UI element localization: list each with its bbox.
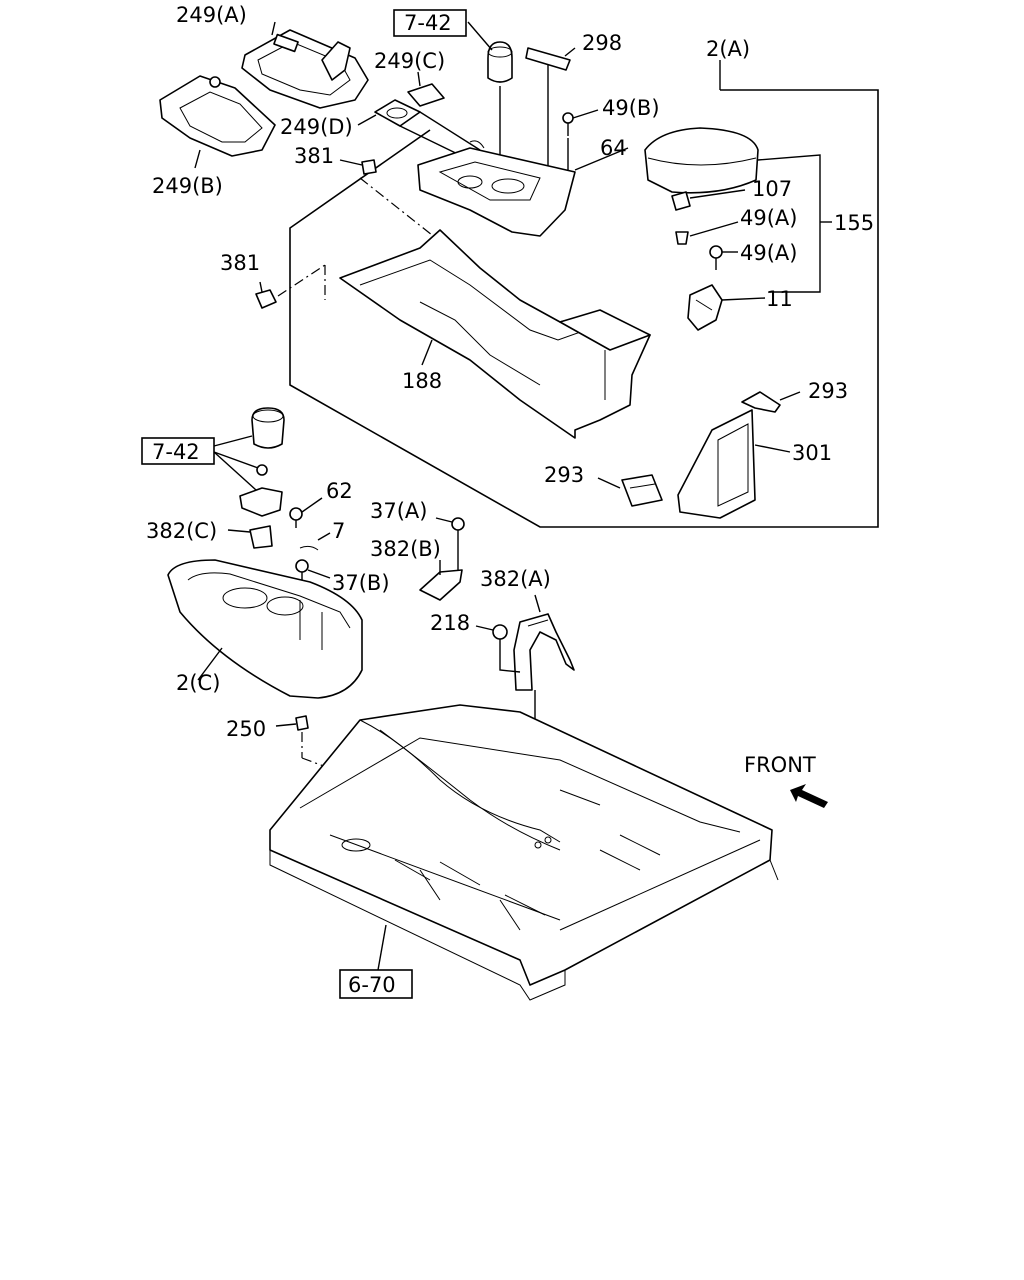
- label-250: 250: [226, 717, 266, 741]
- screw-49b: [562, 112, 574, 136]
- label-381-mid: 381: [220, 251, 260, 275]
- label-293-bottom: 293: [544, 463, 584, 487]
- ref-box-7-42-top: [393, 9, 467, 37]
- bracket-382a: [513, 613, 575, 691]
- cup-ring-249d: [374, 99, 421, 127]
- screw-37a: [451, 517, 465, 540]
- ref-box-7-42-mid: [141, 437, 215, 465]
- screw-49a-2: [709, 245, 723, 270]
- ref-box-6-70: [339, 969, 413, 999]
- label-64: 64: [600, 136, 627, 160]
- clip-381-top: [361, 159, 377, 175]
- label-301: 301: [792, 441, 832, 465]
- group-frame-2a: [289, 89, 879, 528]
- label-249b: 249(B): [152, 174, 223, 198]
- shift-knob-top: [487, 41, 513, 83]
- label-293-top: 293: [808, 379, 848, 403]
- label-188: 188: [402, 369, 442, 393]
- label-382a: 382(A): [480, 567, 551, 591]
- rear-console-2c: [167, 559, 363, 699]
- bracket-382c: [249, 525, 273, 549]
- bolt-218: [492, 624, 508, 655]
- label-2a: 2(A): [706, 37, 750, 61]
- label-37a: 37(A): [370, 499, 427, 523]
- floor-pan-6-70: [269, 704, 779, 1001]
- screw-49a-1: [675, 231, 689, 245]
- label-155: 155: [834, 211, 874, 235]
- label-11: 11: [766, 287, 793, 311]
- label-7-42-top: 7-42: [404, 11, 452, 35]
- hinge-11: [687, 284, 723, 331]
- strip-298: [525, 47, 571, 71]
- pin-7: [299, 545, 319, 551]
- pad-249c: [407, 83, 445, 107]
- armrest-lid: [644, 127, 759, 194]
- label-front: FRONT: [744, 753, 816, 777]
- label-62: 62: [326, 479, 353, 503]
- bracket-293-top: [741, 391, 781, 413]
- label-382c: 382(C): [146, 519, 217, 543]
- clip-381-mid: [255, 289, 277, 309]
- label-218: 218: [430, 611, 470, 635]
- label-249d: 249(D): [280, 115, 353, 139]
- side-panel-301: [677, 409, 756, 519]
- label-49b: 49(B): [602, 96, 660, 120]
- shifter-base: [239, 464, 283, 517]
- label-49a-1: 49(A): [740, 206, 797, 230]
- bracket-382b: [419, 569, 463, 601]
- label-298: 298: [582, 31, 622, 55]
- shift-bezel-249a: [241, 29, 369, 109]
- arrow-up-left-icon: [790, 784, 828, 808]
- label-249c: 249(C): [374, 49, 445, 73]
- label-49a-2: 49(A): [740, 241, 797, 265]
- label-2c: 2(C): [176, 671, 220, 695]
- clip-293-bottom: [621, 474, 663, 507]
- console-trim-64: [417, 140, 576, 237]
- shift-bezel-249b: [159, 75, 276, 157]
- label-107: 107: [752, 177, 792, 201]
- clip-250: [295, 715, 309, 731]
- label-7-42-mid: 7-42: [152, 440, 200, 464]
- label-37b: 37(B): [332, 571, 390, 595]
- shift-knob-mid: [251, 407, 285, 449]
- label-6-70: 6-70: [348, 973, 396, 997]
- label-382b: 382(B): [370, 537, 441, 561]
- console-body-188: [339, 229, 651, 439]
- label-7: 7: [332, 519, 345, 543]
- label-381-top: 381: [294, 144, 334, 168]
- bolt-62: [289, 507, 303, 528]
- label-249a: 249(A): [176, 3, 247, 27]
